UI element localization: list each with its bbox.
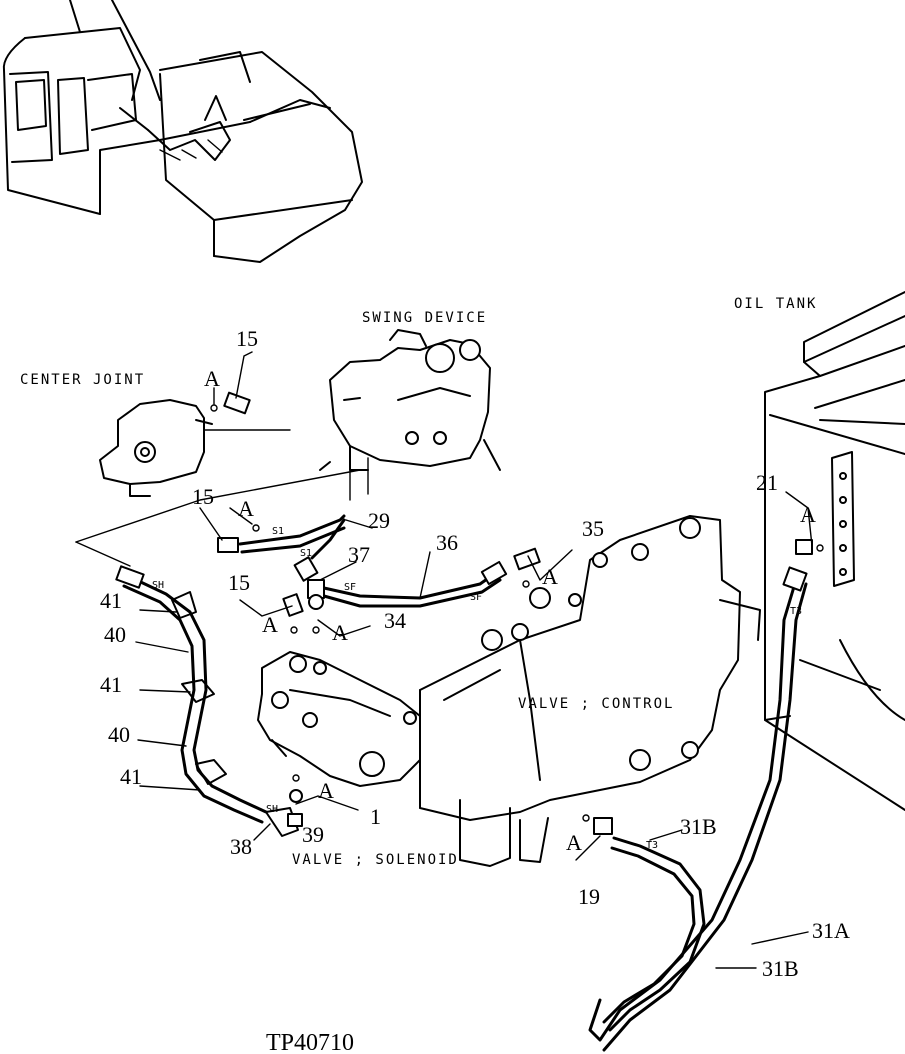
callout-41: 41 — [100, 588, 122, 613]
callout-37: 37 — [348, 542, 370, 567]
clamp-41-mid — [181, 679, 215, 703]
port-sh: SH — [152, 580, 164, 591]
o-ring — [816, 544, 824, 552]
o-ring — [522, 580, 530, 588]
callout-1: 1 — [370, 804, 381, 829]
label-valve-control: VALVE ; CONTROL — [518, 696, 674, 712]
callout-21: 21 — [756, 470, 778, 495]
o-ring — [210, 404, 218, 412]
callout-a: A — [800, 502, 816, 527]
callout-29: 29 — [368, 508, 390, 533]
label-oil-tank: OIL TANK — [734, 296, 817, 312]
callout-40: 40 — [108, 722, 130, 747]
o-ring — [252, 524, 260, 532]
callout-31a: 31A — [812, 918, 850, 943]
port-sf: SF — [344, 582, 356, 593]
elbow-39 — [265, 807, 303, 837]
callout-31b: 31B — [680, 814, 717, 839]
callout-39: 39 — [302, 822, 324, 847]
clamp-41-low — [195, 759, 227, 785]
callout-35: 35 — [582, 516, 604, 541]
o-ring — [292, 774, 300, 782]
solenoid-valve — [257, 651, 421, 787]
port-s1: S1 — [300, 548, 312, 559]
port-sf: SF — [470, 592, 482, 603]
label-valve-solenoid: VALVE ; SOLENOID — [292, 852, 459, 868]
callout-a: A — [262, 612, 278, 637]
callout-40: 40 — [104, 622, 126, 647]
port-s1: S1 — [272, 526, 284, 537]
center-joint — [99, 399, 291, 497]
label-center-joint: CENTER JOINT — [20, 372, 145, 388]
control-valve — [419, 515, 761, 867]
callout-41: 41 — [120, 764, 142, 789]
callout-31b: 31B — [762, 956, 799, 981]
callout-a: A — [542, 564, 558, 589]
label-swing-device: SWING DEVICE — [362, 310, 487, 326]
hose-40 — [115, 565, 268, 824]
callout-a: A — [238, 496, 254, 521]
o-ring — [290, 626, 298, 634]
leader-center-to-swing — [75, 469, 361, 543]
hose-29 — [217, 514, 346, 582]
port-t3: T3 — [790, 606, 802, 617]
o-ring — [582, 814, 590, 822]
drawing-code: TP40710 — [266, 1030, 354, 1054]
callout-15: 15 — [236, 326, 258, 351]
callout-a: A — [566, 830, 582, 855]
port-t3: T3 — [646, 840, 658, 851]
oil-tank — [764, 291, 905, 811]
o-ring — [312, 626, 320, 634]
callout-41: 41 — [100, 672, 122, 697]
plug-1 — [289, 789, 303, 803]
swing-device — [319, 329, 501, 501]
excavator-overview — [2, 0, 363, 263]
callout-15: 15 — [192, 484, 214, 509]
callout-19: 19 — [578, 884, 600, 909]
callout-36: 36 — [436, 530, 458, 555]
elbow-15-top — [223, 391, 251, 415]
clamp-41-top — [171, 591, 197, 619]
leader-center-to-hose — [75, 541, 131, 567]
callout-a: A — [318, 778, 334, 803]
hose-31 — [588, 539, 813, 1052]
callout-a: A — [204, 366, 220, 391]
callout-34: 34 — [384, 608, 406, 633]
callout-38: 38 — [230, 834, 252, 859]
elbow-15-low — [282, 593, 304, 617]
callout-a: A — [332, 620, 348, 645]
elbow-35 — [513, 547, 541, 571]
leader-lines — [135, 351, 813, 969]
callout-15: 15 — [228, 570, 250, 595]
port-sh: SH — [266, 804, 278, 815]
